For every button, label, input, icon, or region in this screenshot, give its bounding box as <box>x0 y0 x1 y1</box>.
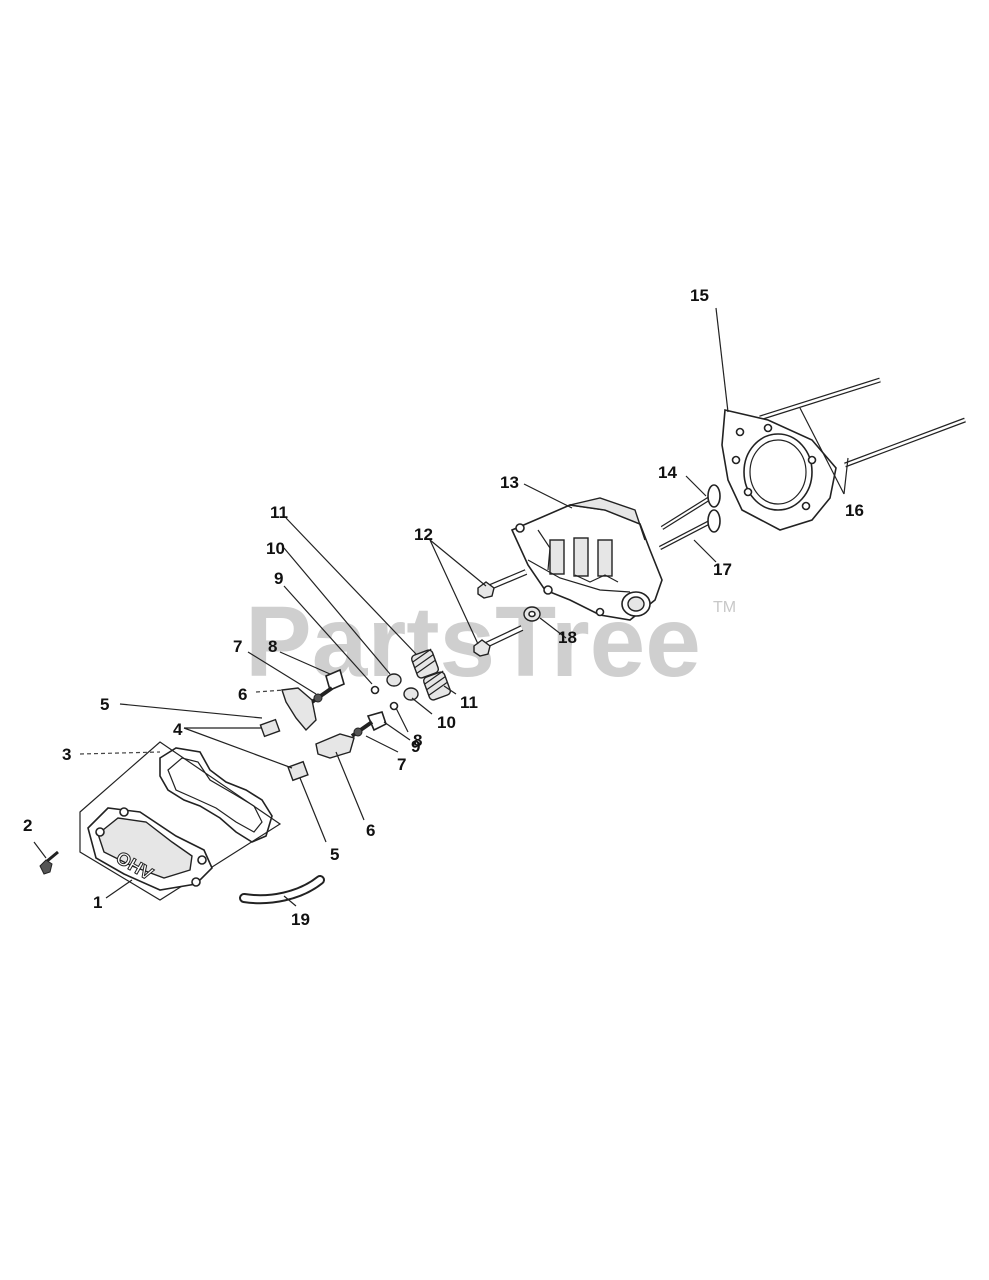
callout-14[interactable]: 14 <box>658 463 677 482</box>
callout-17[interactable]: 17 <box>713 560 732 579</box>
callout-5-upper[interactable]: 5 <box>100 695 109 714</box>
callout-15[interactable]: 15 <box>690 286 709 305</box>
head-bolt-upper[interactable] <box>477 569 528 599</box>
rocker-arm-upper[interactable] <box>281 687 317 732</box>
callout-7-upper[interactable]: 7 <box>233 637 242 656</box>
callout-9-lower[interactable]: 9 <box>411 737 420 756</box>
washer[interactable] <box>523 606 541 622</box>
callout-16[interactable]: 16 <box>845 501 864 520</box>
rocker-stud-upper[interactable] <box>310 686 334 704</box>
callout-12[interactable]: 12 <box>414 525 433 544</box>
callout-3[interactable]: 3 <box>62 745 71 764</box>
leader-lines <box>33 307 849 907</box>
watermark-trademark: TM <box>713 599 736 616</box>
callout-9-upper[interactable]: 9 <box>274 569 283 588</box>
valve-keeper-lower[interactable] <box>389 701 399 711</box>
push-rods[interactable] <box>759 377 966 468</box>
callout-6-lower[interactable]: 6 <box>366 821 375 840</box>
spring-retainer-upper[interactable] <box>386 673 402 687</box>
callout-6-upper[interactable]: 6 <box>238 685 247 704</box>
cover-screw[interactable] <box>39 850 59 875</box>
callout-10-upper[interactable]: 10 <box>266 539 285 558</box>
valve-keeper-upper[interactable] <box>370 685 380 695</box>
adjusting-nut-upper[interactable] <box>259 718 281 738</box>
cylinder-head[interactable] <box>510 497 663 621</box>
callout-10-lower[interactable]: 10 <box>437 713 456 732</box>
callout-2[interactable]: 2 <box>23 816 32 835</box>
breather-tube[interactable] <box>239 875 325 905</box>
callout-18[interactable]: 18 <box>558 628 577 647</box>
rocker-pivot-upper[interactable] <box>325 668 345 692</box>
callout-1[interactable]: 1 <box>93 893 102 912</box>
valve-cover-gasket[interactable] <box>159 747 273 843</box>
callout-8-upper[interactable]: 8 <box>268 637 277 656</box>
exhaust-valve[interactable] <box>658 509 721 550</box>
valve-spring-lower[interactable] <box>422 670 452 701</box>
callout-8-lower[interactable]: 8 <box>413 731 422 750</box>
head-gasket[interactable] <box>721 409 837 531</box>
callout-11-upper[interactable]: 11 <box>270 503 288 522</box>
spring-retainer-lower[interactable] <box>403 687 419 701</box>
adjusting-nut-lower[interactable] <box>287 760 309 782</box>
rocker-arm-lower[interactable] <box>315 733 355 759</box>
callout-13[interactable]: 13 <box>500 473 519 492</box>
callout-5-lower[interactable]: 5 <box>330 845 339 864</box>
valve-spring-upper[interactable] <box>410 648 440 679</box>
intake-valve[interactable] <box>660 484 721 530</box>
callout-19[interactable]: 19 <box>291 910 310 929</box>
callout-7-lower[interactable]: 7 <box>397 755 406 774</box>
callout-4[interactable]: 4 <box>173 720 183 739</box>
rocker-stud-lower[interactable] <box>350 720 374 738</box>
callout-11-lower[interactable]: 11 <box>460 693 478 712</box>
